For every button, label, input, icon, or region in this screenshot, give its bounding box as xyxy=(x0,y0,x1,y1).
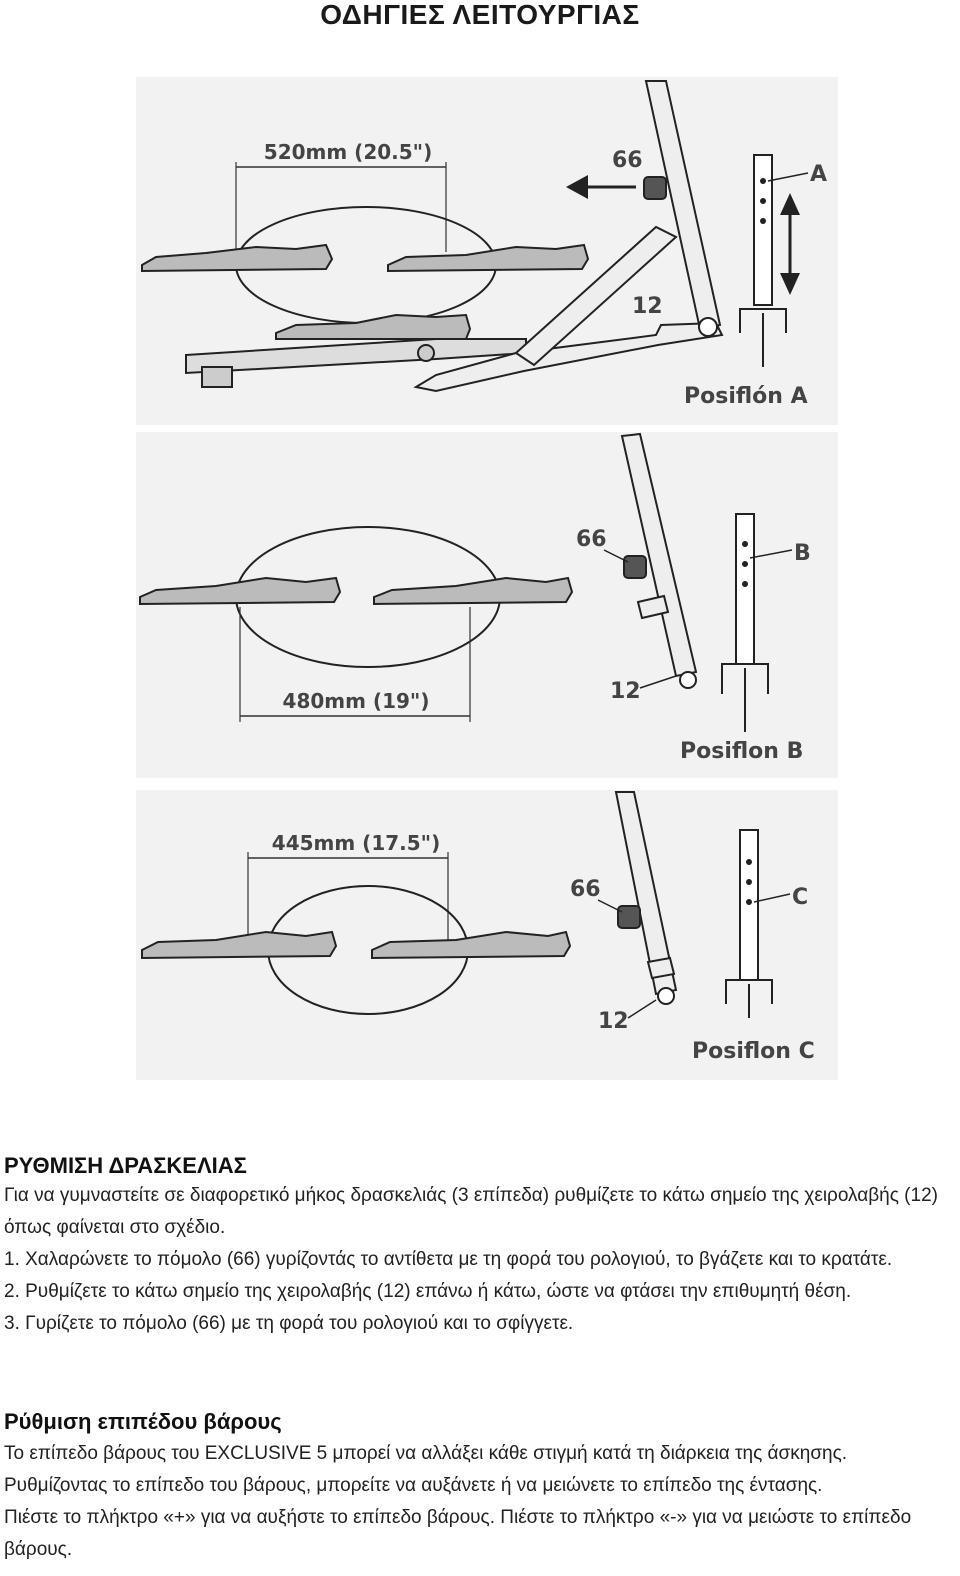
figure-position-a: 520mm (20.5") 66 12 xyxy=(136,77,838,425)
weight-section: Ρύθμιση επιπέδου βάρους Το επίπεδο βάρου… xyxy=(4,1408,956,1566)
diagram-position-b: 480mm (19") 66 12 B Posiflon B xyxy=(139,432,811,764)
handle-label: 12 xyxy=(610,679,641,704)
stride-section: ΡΥΘΜΙΣΗ ΔΡΑΣΚΕΛΙΑΣ Για να γυμναστείτε σε… xyxy=(4,1152,956,1340)
handle-label: 12 xyxy=(632,294,663,319)
weight-line-2: Ρυθμίζοντας το επίπεδο του βάρους, μπορε… xyxy=(4,1475,823,1496)
dimension-label: 480mm (19") xyxy=(283,689,430,713)
page-title: ΟΔΗΓΙΕΣ ΛΕΙΤΟΥΡΓΙΑΣ xyxy=(320,0,640,30)
dimension-label: 445mm (17.5") xyxy=(272,831,440,855)
figure-position-b: 480mm (19") 66 12 B Posiflon B xyxy=(136,432,838,778)
stride-heading: ΡΥΘΜΙΣΗ ΔΡΑΣΚΕΛΙΑΣ xyxy=(4,1153,247,1178)
position-letter: B xyxy=(794,541,811,566)
knob-label: 66 xyxy=(570,877,601,902)
figure-position-c: 445mm (17.5") 66 12 C Posiflon C xyxy=(136,790,838,1080)
position-caption: Posiflón A xyxy=(684,384,808,409)
stride-step-2: 2. Ρυθμίζετε το κάτω σημείο της χειρολαβ… xyxy=(4,1281,852,1302)
knob-label: 66 xyxy=(612,148,643,173)
diagram-position-c: 445mm (17.5") 66 12 C Posiflon C xyxy=(141,791,815,1064)
weight-line-3: Πιέστε το πλήκτρο «+» για να αυξήστε το … xyxy=(4,1507,912,1560)
stride-step-1: 1. Χαλαρώνετε το πόμολο (66) γυρίζοντάς … xyxy=(4,1249,893,1270)
position-caption: Posiflon B xyxy=(680,739,803,764)
stride-intro: Για να γυμναστείτε σε διαφορετικό μήκος … xyxy=(4,1185,938,1238)
dimension-label: 520mm (20.5") xyxy=(264,140,432,164)
weight-line-1: Το επίπεδο βάρους του EXCLUSIVE 5 μπορεί… xyxy=(4,1443,848,1464)
position-letter: C xyxy=(792,885,808,910)
diagram-position-a: 520mm (20.5") 66 12 xyxy=(141,80,827,409)
stride-step-3: 3. Γυρίζετε το πόμολο (66) με τη φορά το… xyxy=(4,1313,574,1334)
position-letter: A xyxy=(810,162,827,187)
knob-label: 66 xyxy=(576,527,607,552)
handle-label: 12 xyxy=(598,1009,629,1034)
position-caption: Posiflon C xyxy=(692,1039,815,1064)
weight-heading: Ρύθμιση επιπέδου βάρους xyxy=(4,1409,282,1434)
